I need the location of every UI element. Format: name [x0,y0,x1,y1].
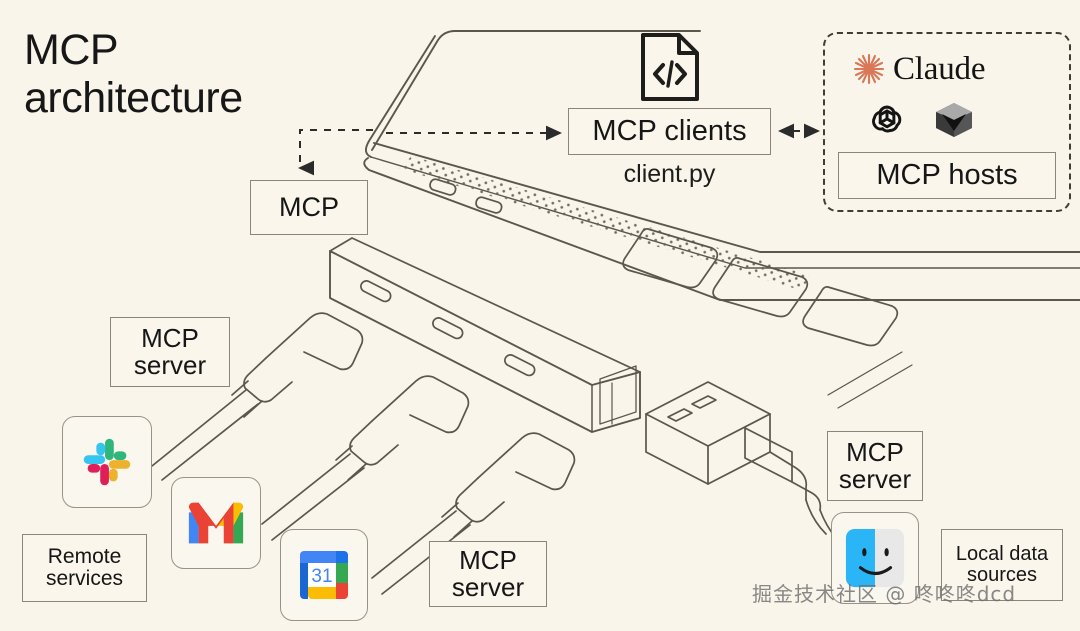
mcp-server-box-left[interactable]: MCP server [110,317,230,387]
local-data-line1: Local data [955,543,1049,566]
google-calendar-icon: 31 [300,551,348,599]
claude-brand-row: Claude [852,48,1042,90]
remote-services-text: Remote services [46,546,123,590]
mcp-server-box-middle[interactable]: MCP server [429,541,547,607]
claude-sunburst-icon [853,53,885,85]
remote-services-box[interactable]: Remote services [22,534,147,602]
openai-icon [872,105,902,133]
arrow-laptop-to-mcp [298,129,373,176]
gmail-icon [188,502,244,544]
mcp-server-mid-line2: server [451,572,525,602]
cube-icon [936,103,972,137]
claude-label: Claude [893,50,986,87]
google-calendar-tile[interactable]: 31 [280,529,368,621]
mcp-clients-box[interactable]: MCP clients [568,108,771,155]
page-title: MCP architecture [24,26,354,122]
title-line-1: MCP [24,26,119,74]
local-data-sources-box[interactable]: Local data sources [941,529,1063,601]
local-data-line2: sources [966,564,1037,586]
slack-tile[interactable] [62,416,152,508]
finder-tile[interactable] [831,512,919,604]
mcp-server-left-line1: MCP [141,322,199,353]
finder-icon [845,528,905,588]
mcp-clients-label: MCP clients [592,115,747,148]
remote-services-line2: services [45,567,124,590]
watermark: 掘金技术社区 @ 咚咚咚dcd [752,582,1017,606]
mcp-server-mid-text: MCP server [451,544,525,602]
mcp-server-right-line1: MCP [846,436,904,467]
local-data-text: Local data sources [956,544,1048,586]
mcp-server-left-line2: server [133,350,207,380]
slack-icon [83,438,131,486]
remote-services-line1: Remote [47,545,122,569]
gmail-tile[interactable] [171,477,261,569]
mcp-box-label: MCP [279,192,339,223]
mcp-server-right-text: MCP server [838,436,912,494]
code-file-icon [641,33,699,101]
mcp-server-left-text: MCP server [133,322,207,380]
title-line-2: architecture [24,74,243,123]
mcp-box[interactable]: MCP [250,180,368,235]
mcp-server-box-right[interactable]: MCP server [827,431,923,501]
mcp-server-mid-line1: MCP [459,544,517,575]
google-calendar-day-label: 31 [311,566,332,587]
client-file-caption: client.py [623,160,716,188]
mcp-hosts-label: MCP hosts [876,159,1018,192]
mcp-server-right-line2: server [838,464,912,494]
mcp-hosts-box[interactable]: MCP hosts [838,152,1056,199]
host-logos-row [866,96,1006,144]
